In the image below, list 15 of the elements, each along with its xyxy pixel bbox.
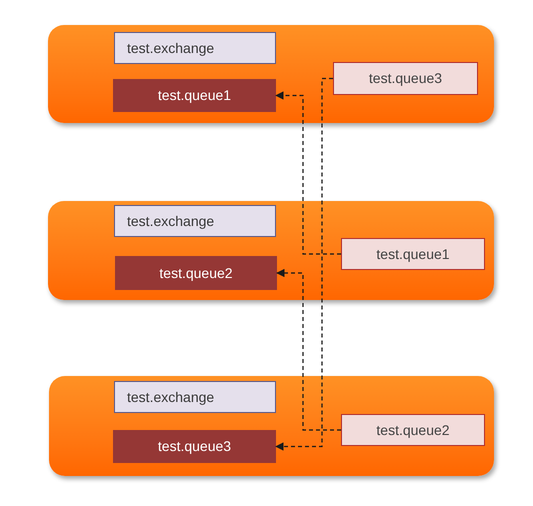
queue-box: test.queue3 (113, 430, 276, 463)
exchange-box: test.exchange (114, 32, 276, 64)
server-panel (49, 376, 494, 476)
dashed-arrow (275, 78, 333, 451)
mirror-queue-box: test.queue3 (333, 62, 478, 95)
server-panel (48, 25, 494, 123)
exchange-box: test.exchange (114, 205, 276, 237)
mirror-queue-box: test.queue2 (341, 414, 485, 446)
queue-box: test.queue1 (113, 79, 276, 112)
queue-box: test.queue2 (115, 256, 277, 290)
mirror-queue-box: test.queue1 (341, 238, 485, 270)
dashed-arrow (275, 91, 341, 255)
dashed-arrow (276, 268, 341, 431)
exchange-box: test.exchange (114, 381, 276, 413)
server-panel (48, 201, 494, 300)
